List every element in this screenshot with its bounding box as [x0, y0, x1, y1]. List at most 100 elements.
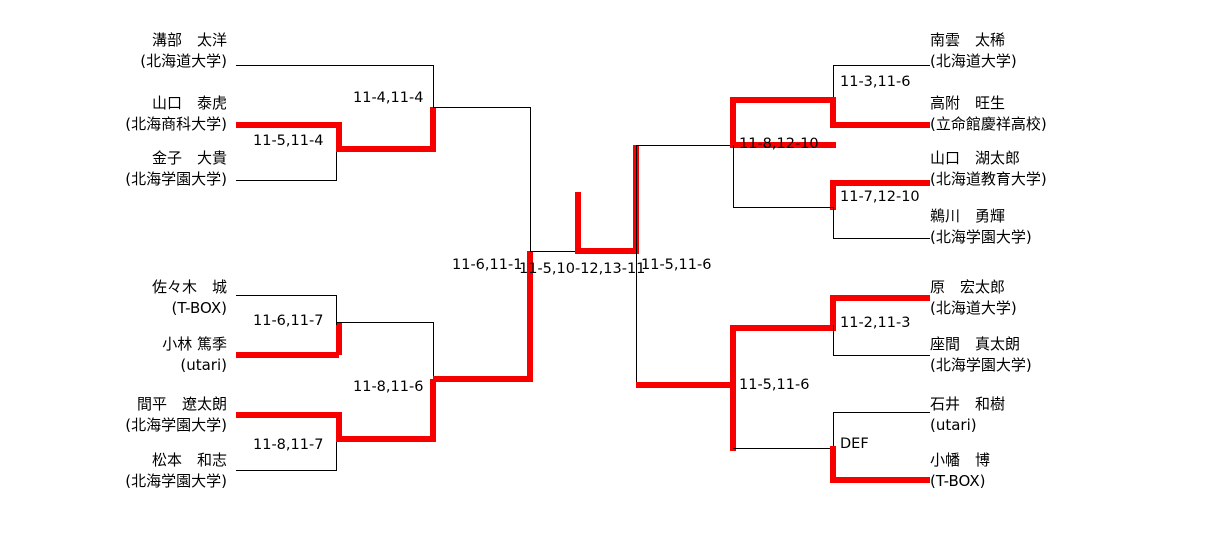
player-affiliation: (北海道大学) [930, 52, 1017, 71]
bracket-line-winner [336, 122, 342, 152]
bracket-line-winner [433, 376, 533, 382]
bracket-line-winner [730, 325, 736, 451]
player-name: 小林 篤季 [162, 335, 227, 353]
bracket-line [733, 207, 833, 208]
match-score: 11-8,11-6 [353, 379, 424, 395]
match-score: 11-7,12-10 [840, 189, 920, 205]
bracket-line [636, 145, 637, 385]
bracket-line-winner [730, 142, 836, 148]
player-affiliation: (utari) [180, 356, 227, 375]
bracket-line [833, 65, 930, 66]
match-score: 11-3,11-6 [840, 74, 911, 90]
bracket-line [833, 355, 930, 356]
bracket-line [636, 145, 733, 146]
bracket-line-winner [575, 248, 639, 254]
bracket-line [833, 412, 930, 413]
player-affiliation: (北海学園大学) [930, 228, 1032, 247]
player-affiliation: (北海学園大学) [125, 416, 227, 435]
bracket-line-winner [830, 477, 930, 483]
bracket-line-winner [527, 251, 533, 382]
bracket-line [733, 145, 734, 207]
player-label: 佐々木 城 (T-BOX) [152, 277, 227, 320]
player-affiliation: (utari) [930, 416, 977, 435]
match-score: 11-4,11-4 [353, 90, 424, 106]
match-score: DEF [840, 436, 869, 452]
bracket-line [833, 207, 834, 239]
player-name: 松本 和志 [151, 451, 227, 469]
player-label: 溝部 太洋 (北海道大学) [140, 30, 227, 73]
match-score: 11-6,11-7 [253, 313, 324, 329]
player-name: 座間 真太朗 [930, 335, 1021, 353]
bracket-line [433, 322, 434, 407]
bracket-line-winner [336, 436, 436, 442]
player-name: 山口 湖太郎 [930, 149, 1021, 167]
bracket-line [833, 412, 834, 450]
bracket-line [433, 107, 530, 108]
bracket-line-winner [336, 146, 436, 152]
bracket-line-winner [830, 180, 836, 210]
player-name: 原 宏太郎 [930, 278, 1006, 296]
bracket-line [833, 325, 834, 355]
player-name: 佐々木 城 [151, 278, 227, 296]
bracket-line-winner [336, 322, 342, 355]
bracket-line-winner [236, 352, 339, 358]
bracket-line [236, 65, 433, 66]
bracket-line [833, 65, 834, 100]
player-name: 金子 大貴 [151, 149, 227, 167]
player-name: 鵜川 勇輝 [930, 207, 1006, 225]
bracket-line [336, 295, 337, 325]
player-label: 間平 遼太朗 (北海学園大学) [125, 394, 227, 437]
bracket-line [236, 295, 336, 296]
player-affiliation: (北海道大学) [140, 52, 227, 71]
player-affiliation: (北海学園大学) [125, 170, 227, 189]
bracket-line [530, 251, 578, 252]
match-score-final: 11-5,10-12,13-11 [519, 261, 646, 277]
player-label: 高附 旺生 (立命館慶祥高校) [930, 93, 1047, 136]
player-name: 高附 旺生 [930, 94, 1006, 112]
player-affiliation: (T-BOX) [171, 299, 227, 318]
bracket-line-winner [830, 295, 836, 328]
player-affiliation: (T-BOX) [930, 472, 986, 491]
player-affiliation: (立命館慶祥高校) [930, 115, 1047, 134]
player-name: 山口 泰虎 [151, 94, 227, 112]
bracket-line-champion [575, 192, 581, 254]
player-label: 金子 大貴 (北海学園大学) [125, 148, 227, 191]
bracket-line-winner [830, 180, 930, 186]
player-name: 溝部 太洋 [151, 31, 227, 49]
bracket-line-winner [730, 97, 836, 103]
player-label: 松本 和志 (北海学園大学) [125, 450, 227, 493]
bracket-line-winner [830, 295, 930, 301]
player-label: 南雲 太稀 (北海道大学) [930, 30, 1017, 73]
player-name: 間平 遼太朗 [136, 395, 227, 413]
bracket-line [236, 180, 336, 181]
player-label: 山口 泰虎 (北海商科大学) [125, 93, 227, 136]
match-score: 11-2,11-3 [840, 315, 911, 331]
player-name: 南雲 太稀 [930, 31, 1006, 49]
bracket-line-winner [336, 412, 342, 442]
bracket-line-winner [830, 446, 836, 480]
player-name: 小幡 博 [930, 451, 991, 469]
player-label: 小幡 博 (T-BOX) [930, 450, 990, 493]
bracket-line-winner [236, 412, 339, 418]
player-affiliation: (北海道教育大学) [930, 170, 1047, 189]
player-affiliation: (北海学園大学) [930, 356, 1032, 375]
match-score-semifinal-right: 11-5,11-6 [641, 257, 712, 273]
bracket-line [236, 470, 336, 471]
match-score: 11-6,11-1 [452, 257, 523, 273]
player-name: 石井 和樹 [930, 395, 1006, 413]
player-label: 鵜川 勇輝 (北海学園大学) [930, 206, 1032, 249]
player-label: 山口 湖太郎 (北海道教育大学) [930, 148, 1047, 191]
bracket-line-winner [430, 379, 436, 442]
player-label: 原 宏太郎 (北海道大学) [930, 277, 1017, 320]
bracket-line [530, 107, 531, 252]
player-affiliation: (北海商科大学) [125, 115, 227, 134]
bracket-line [336, 149, 337, 181]
bracket-line [733, 448, 833, 449]
bracket-line-winner [236, 122, 339, 128]
player-label: 小林 篤季 (utari) [162, 334, 227, 377]
match-score: 11-5,11-6 [739, 377, 810, 393]
bracket-line-winner [830, 97, 836, 125]
bracket-line [336, 322, 433, 323]
bracket-line-winner [730, 97, 736, 148]
